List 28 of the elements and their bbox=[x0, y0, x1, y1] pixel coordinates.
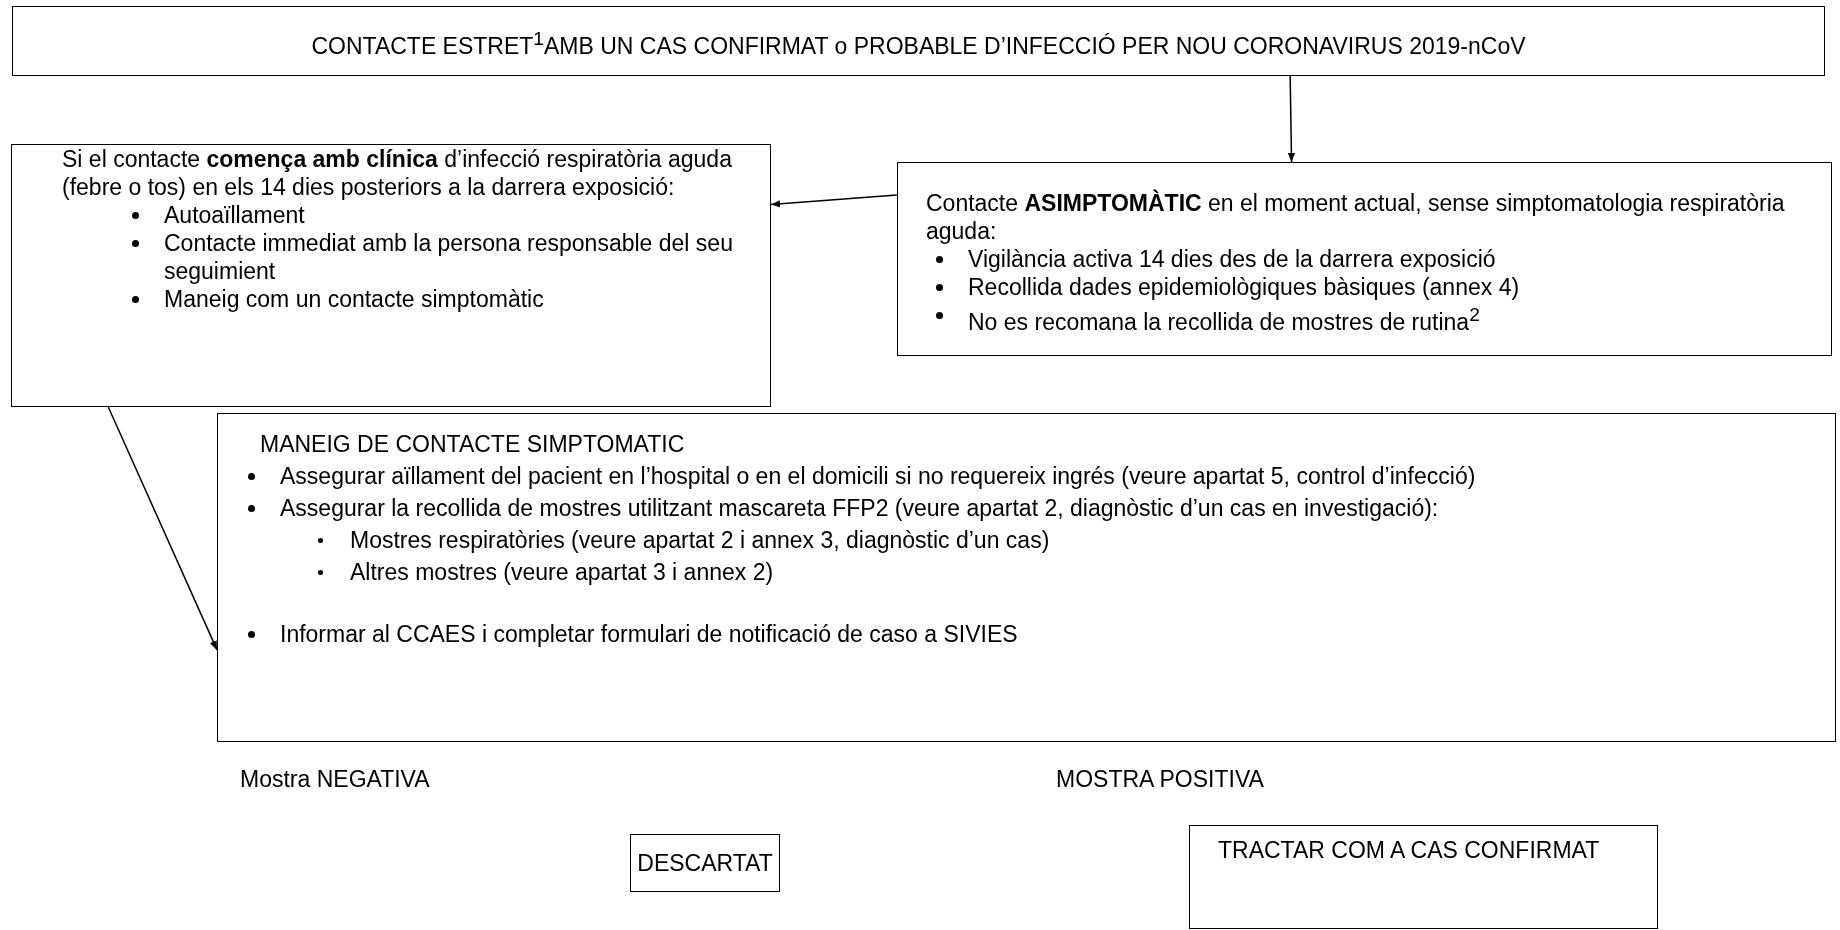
arrow bbox=[107, 406, 218, 651]
bullet-item: Contacte immediat amb la persona responsable del seu seguimient bbox=[122, 229, 762, 285]
paragraph-text: CONTACTE ESTRET$^{1}$AMB UN CAS CONFIRMAT o PROBABLE D’INFECCIÓ PER NOU CORONAVIRUS 2019-nCoV bbox=[310, 27, 1527, 60]
paragraph-text: TRACTAR COM A CAS CONFIRMAT bbox=[1218, 836, 1601, 864]
text-box bbox=[11, 144, 771, 407]
bullet-item: Maneig com un contacte simptomàtic bbox=[122, 285, 762, 313]
bullet-item: Autoaïllament bbox=[122, 201, 762, 229]
text-box bbox=[217, 413, 1836, 742]
bullet-item: Informar al CCAES i completar formulari de notificació de caso a SIVIES bbox=[238, 618, 1825, 650]
bullet-item: Assegurar la recollida de mostres utilitzant mascareta FFP2 (veure apartat 2, diagnòstic d’un cas en investigació): bbox=[238, 492, 1825, 524]
bullet-item: Assegurar aïllament del pacient en l’hospital o en el domicili si no requereix ingrés (veure apartat 5, control d’infecció) bbox=[238, 460, 1825, 492]
bullet-item: Vigilància activa 14 dies des de la darrera exposició bbox=[926, 245, 1821, 273]
text-box bbox=[12, 6, 1825, 76]
outcome-label: MOSTRA POSITIVA bbox=[1056, 766, 1264, 793]
arrow bbox=[770, 194, 898, 208]
heading-text: MANEIG DE CONTACTE SIMPTOMATIC bbox=[260, 430, 686, 459]
paragraph-text: Contacte ASIMPTOMÀTIC en el moment actual, sense simptomatologia respiratòria aguda: bbox=[926, 189, 1786, 245]
text-box bbox=[630, 834, 780, 892]
sub-bullet-item: Mostres respiratòries (veure apartat 2 i annex 3, diagnòstic d’un cas) bbox=[308, 524, 1825, 556]
bullet-item: Recollida dades epidemiològiques bàsiques (annex 4) bbox=[926, 273, 1821, 301]
bullet-item: No es recomana la recollida de mostres de rutina$^{2}$ bbox=[926, 301, 1821, 336]
paragraph-text: DESCARTAT bbox=[636, 849, 774, 877]
outcome-label: Mostra NEGATIVA bbox=[240, 766, 430, 793]
arrow bbox=[1287, 75, 1295, 163]
text-box bbox=[1189, 825, 1658, 929]
text-box bbox=[897, 162, 1832, 356]
sub-bullet-item: Altres mostres (veure apartat 3 i annex 2) bbox=[308, 556, 1825, 588]
paragraph-text: Si el contacte comença amb clínica d’infecció respiratòria aguda (febre o tos) en els 14 dies posteriors a la darrera exposició: bbox=[62, 145, 733, 201]
